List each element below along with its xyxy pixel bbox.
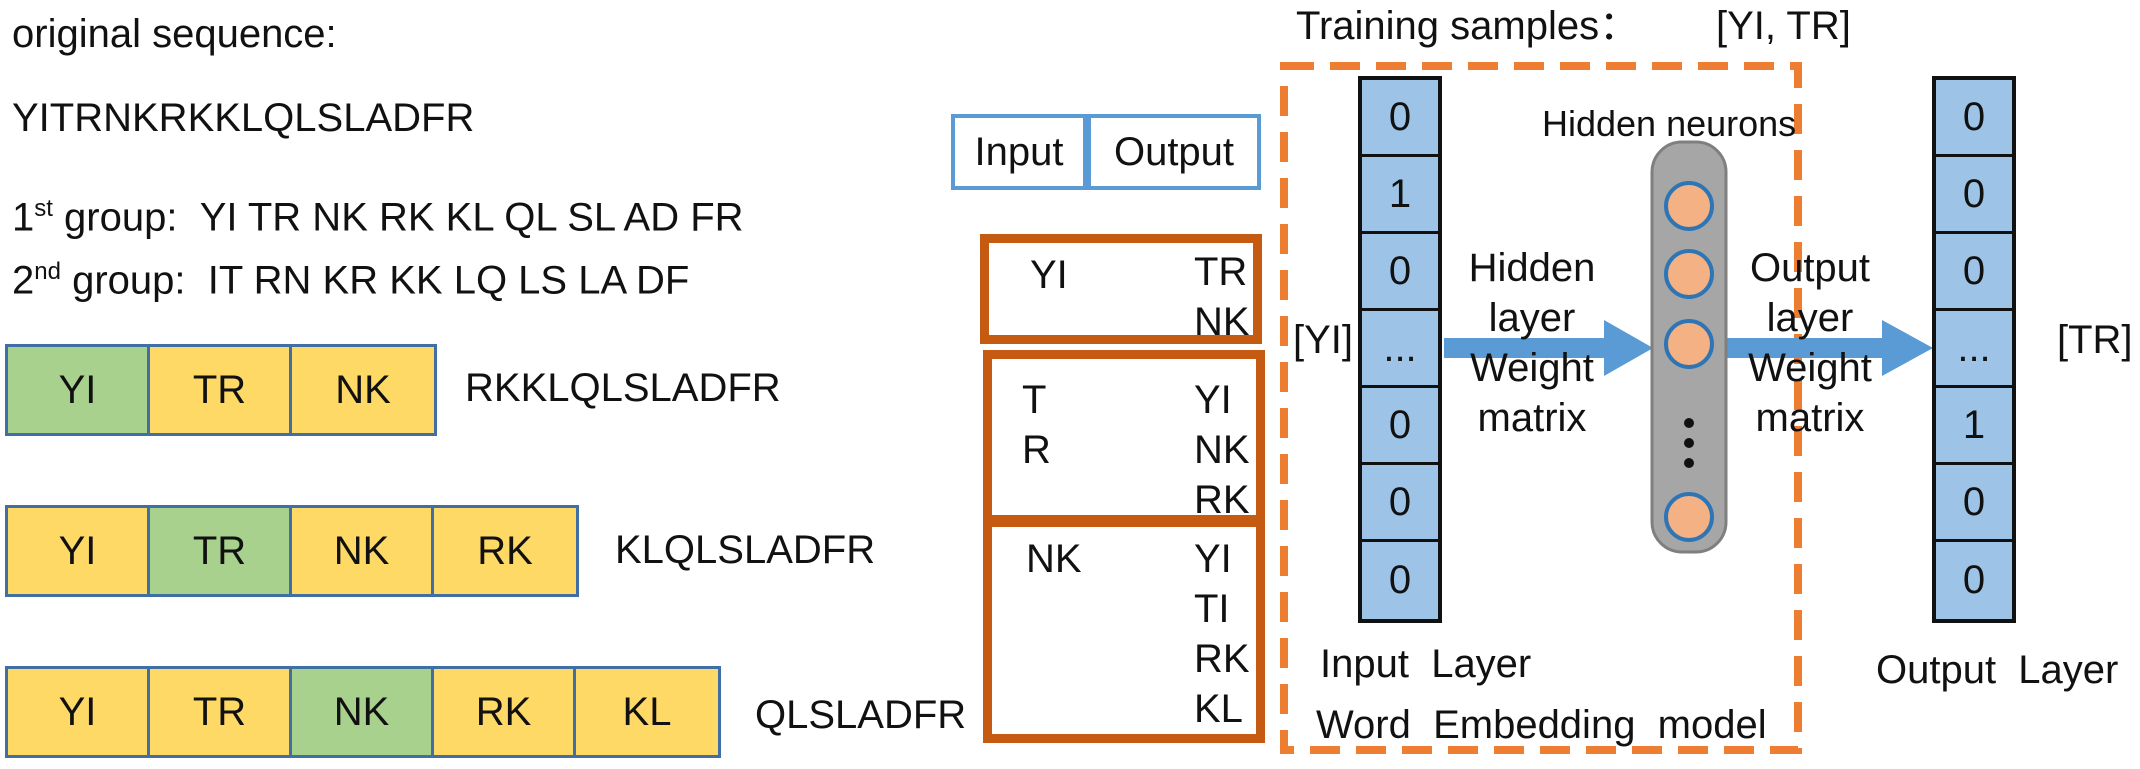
window-2: YI TR NK RK [5,505,579,597]
input-vector-cell: 0 [1362,234,1438,311]
window-cell: TR [150,347,292,433]
legend-input-label: Input [974,129,1064,174]
pair-3-input: NK [1026,537,1082,581]
output-layer-caption: Output Layer [1876,648,2119,692]
group-1-pairs: YI TR NK RK KL QL SL AD FR [199,195,744,240]
output-arrow [1724,320,1933,376]
hidden-layer-label: Hidden layer Weight matrix [1468,246,1596,440]
output-vector: 0 0 0 ... 1 0 0 [1932,76,2016,623]
pair-3-outputs: YI TI RK KL [1194,537,1250,731]
input-vector-cell: ... [1362,311,1438,388]
input-vector-cell: 0 [1362,465,1438,542]
input-vector-cell: 0 [1362,80,1438,157]
group-1-suffix: st [34,195,53,222]
output-vector-cell: 0 [1936,80,2012,157]
input-vector-cell: 1 [1362,157,1438,234]
hidden-neuron [1664,319,1714,369]
window-cell: YI [8,669,150,755]
window-3: YI TR NK RK KL [5,666,721,758]
output-vector-cell: 1 [1936,388,2012,465]
group-2-suffix: nd [34,258,61,285]
sequence-title: original sequence: [12,12,337,56]
group-2-ordinal: 2 [12,258,35,303]
input-vector-cell: 0 [1362,388,1438,465]
window-cell: YI [8,508,150,594]
pair-1-input: YI [1030,253,1068,297]
pair-group-1 [980,234,1262,344]
pair-1-outputs: TR NK [1194,250,1250,344]
hidden-neurons-label: Hidden neurons [1542,103,1797,144]
window-3-rest: QLSLADFR [755,693,967,737]
legend-input-box: Input [951,114,1087,190]
model-dashed-frame [1280,62,1802,754]
window-cell: TR [150,669,292,755]
group-2: 2nd group: IT RN KR KK LQ LS LA DF [12,258,690,303]
output-vector-cell: 0 [1962,558,1986,602]
output-token: [TR] [2057,318,2133,362]
output-vector-cell: ... [1936,311,2012,388]
input-token: [YI] [1293,318,1354,362]
window-cell: NK [292,669,434,755]
training-samples-value: [YI, TR] [1716,4,1851,48]
original-sequence: YITRNKRKKLQLSLADFR [12,96,475,140]
hidden-neuron [1664,492,1714,542]
ellipsis-dot [1684,458,1694,468]
pair-group-3 [983,518,1265,743]
hidden-neuron [1664,249,1714,299]
training-samples-label: Training samples： [1296,4,1640,48]
window-1: YI TR NK [5,344,437,436]
group-1: 1st group: YI TR NK RK KL QL SL AD FR [12,195,744,240]
legend-output-label: Output [1113,129,1235,174]
ellipsis-dot [1684,438,1694,448]
window-cell: NK [292,347,434,433]
output-layer-label: Output layer Weight matrix [1748,246,1872,440]
group-1-ordinal: 1 [12,195,35,240]
window-1-rest: RKKLQLSLADFR [465,366,781,410]
window-cell: RK [434,669,576,755]
input-layer-caption: Input Layer [1320,642,1532,686]
window-cell: YI [8,347,150,433]
window-cell: TR [150,508,292,594]
legend-output-box: Output [1087,114,1261,190]
output-vector-cell: 0 [1936,234,2012,311]
window-cell: RK [434,508,576,594]
output-vector-cell: 0 [1936,465,2012,542]
input-vector: 0 1 0 ... 0 0 0 [1358,76,1442,623]
window-2-rest: KLQLSLADFR [615,528,876,572]
pair-2-input: T R [1022,378,1051,472]
model-caption: Word Embedding model [1316,703,1767,747]
group-2-label: group: [60,258,186,303]
group-2-pairs: IT RN KR KK LQ LS LA DF [207,258,690,303]
ellipsis-dot [1684,418,1694,428]
window-cell: NK [292,508,434,594]
hidden-arrow [1444,320,1653,376]
input-vector-cell: 0 [1388,558,1412,602]
output-vector-cell: 0 [1936,157,2012,234]
window-cell: KL [576,669,718,755]
group-1-label: group: [52,195,178,240]
pair-2-outputs: YI NK RK [1194,378,1250,522]
hidden-neuron [1664,181,1714,231]
